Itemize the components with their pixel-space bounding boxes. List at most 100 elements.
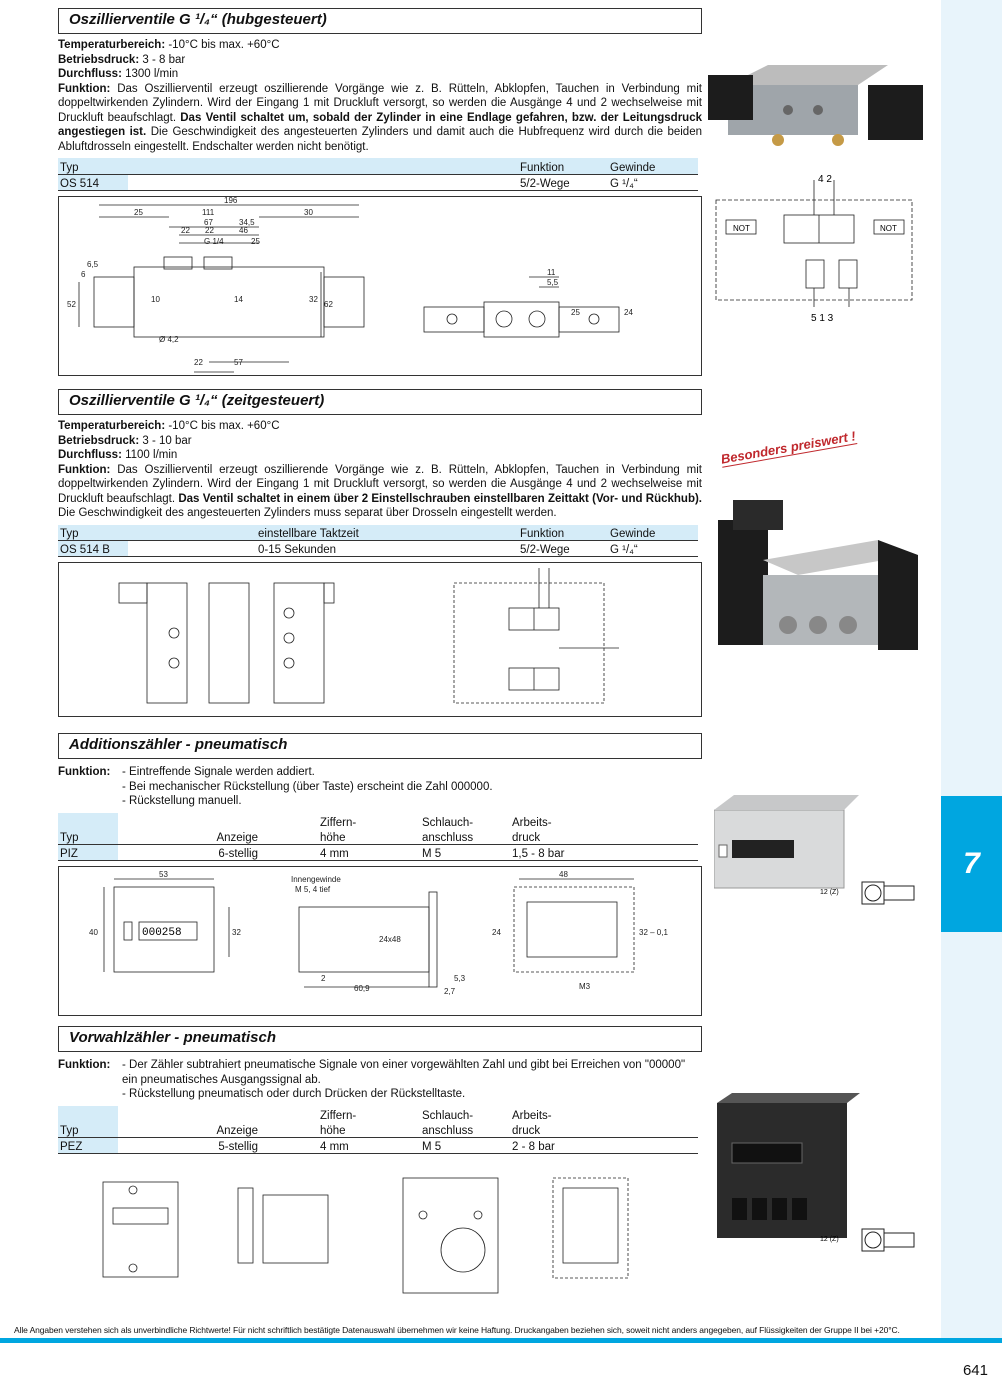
dim-label: 57 — [234, 358, 243, 367]
col-typ: Typ — [58, 828, 118, 845]
footer-disclaimer: Alle Angaben verstehen sich als unverbin… — [14, 1325, 900, 1335]
section-title: Additionszähler - pneumatisch — [58, 733, 702, 759]
dim-label: 6 — [81, 270, 86, 279]
spec-value: 1300 l/min — [121, 68, 179, 80]
col-anschluss: anschluss — [420, 1121, 510, 1138]
dim-label: 24 — [624, 308, 633, 317]
dim-label: 67 — [204, 218, 213, 227]
cell-druck: 2 - 8 bar — [510, 1137, 698, 1154]
section-title: Oszillierventile G ¹/₄“ (zeitgesteuert) — [58, 389, 702, 415]
cell-typ: PEZ — [58, 1137, 118, 1154]
function-items: - Eintreffende Signale werden addiert. -… — [122, 765, 493, 809]
right-margin-bar — [941, 0, 1002, 1340]
dim-label: 22 — [194, 358, 203, 367]
function-tail: Die Geschwindigkeit des angesteuerten Zy… — [58, 507, 557, 519]
dim-label: 60,9 — [354, 984, 370, 993]
cell-empty — [128, 174, 518, 191]
chapter-tab[interactable]: 7 — [941, 796, 1002, 932]
spec-block: Temperaturbereich: -10°C bis max. +60°C … — [58, 38, 702, 154]
spec-label: Durchfluss: — [58, 449, 122, 461]
cell-funktion: 5/2-Wege — [518, 540, 608, 557]
cell-typ: OS 514 — [58, 174, 128, 191]
spec-value: -10°C bis max. +60°C — [165, 420, 280, 432]
dim-label: 14 — [234, 295, 243, 304]
function-items: - Der Zähler subtrahiert pneumatische Si… — [122, 1058, 702, 1102]
dim-label: 5,3 — [454, 974, 466, 983]
cell-funktion: 5/2-Wege — [518, 174, 608, 191]
function-label: Funktion: — [58, 766, 111, 778]
dimension-drawing: 53 40 32 Innengewinde M 5, 4 tief 24x48 … — [89, 870, 668, 996]
col-funktion: Funktion — [518, 158, 608, 175]
spec-label: Betriebsdruck: — [58, 53, 140, 66]
function-block: Funktion: - Eintreffende Signale werden … — [58, 765, 702, 809]
function-label: Funktion: — [58, 82, 111, 95]
col-typ: Typ — [58, 158, 128, 175]
col-head-top: Arbeits- — [512, 1109, 552, 1122]
dim-label: 52 — [67, 300, 76, 309]
dim-label: 22 — [181, 226, 190, 235]
function-bold: Das Ventil schaltet in einem über 2 Eins… — [178, 492, 702, 505]
cell-hoehe: 4 mm — [318, 1137, 420, 1154]
dim-label: 30 — [304, 208, 313, 217]
spec-label: Betriebsdruck: — [58, 434, 140, 447]
section-pez: Vorwahlzähler - pneumatisch Funktion: - … — [58, 1026, 702, 1300]
section-os514: Oszillierventile G ¹/₄“ (hubgesteuert) T… — [58, 8, 702, 376]
col-anzeige: Anzeige — [118, 1121, 318, 1138]
cell-anschluss: M 5 — [420, 1137, 510, 1154]
spec-value: -10°C bis max. +60°C — [165, 39, 280, 51]
cell-typ: PIZ — [58, 844, 118, 861]
col-head-top: Schlauch- — [422, 1109, 474, 1122]
dim-label: 53 — [159, 870, 168, 879]
col-funktion: Funktion — [518, 524, 608, 541]
cell-taktzeit: 0-15 Sekunden — [128, 540, 518, 557]
counter-symbol-pez: 12 (Z) — [820, 1228, 915, 1252]
dim-label: 32 – 0,1 — [639, 928, 668, 937]
col-gewinde: Gewinde — [608, 158, 698, 175]
col-hoehe: höhe — [318, 1121, 420, 1138]
col-gewinde: Gewinde — [608, 524, 698, 541]
counter-symbol-piz: 12 (Z) — [820, 881, 915, 905]
cell-gewinde: G ¹/₄“ — [608, 540, 698, 557]
function-item: - Der Zähler subtrahiert pneumatische Si… — [122, 1059, 686, 1086]
col-head-top: Schlauch- — [422, 816, 474, 829]
function-text: Funktion: Das Oszillierventil erzeugt os… — [58, 82, 702, 155]
dimension-drawing: 196 25 111 30 67 34,5 22 22 46 G 1/4 25 … — [67, 196, 633, 372]
not-label: NOT — [733, 224, 750, 233]
dim-label: G 1/4 — [204, 237, 224, 246]
function-block: Funktion: - Der Zähler subtrahiert pneum… — [58, 1058, 702, 1102]
cell-gewinde: G ¹/₄“ — [608, 174, 698, 191]
not-label: NOT — [880, 224, 897, 233]
cell-druck: 1,5 - 8 bar — [510, 844, 698, 861]
port-label-bottom: 5 1 3 — [811, 313, 834, 324]
function-item: - Rückstellung manuell. — [122, 795, 242, 807]
dim-label: 25 — [134, 208, 143, 217]
dim-label: 6,5 — [87, 260, 99, 269]
promo-badge: Besonders preiswert ! — [719, 428, 857, 468]
dim-label: Ø 4,2 — [159, 335, 179, 344]
function-item: - Eintreffende Signale werden addiert. — [122, 766, 315, 778]
col-druck: druck — [510, 828, 698, 845]
technical-drawing-piz: 53 40 32 Innengewinde M 5, 4 tief 24x48 … — [58, 866, 702, 1016]
col-hoehe: höhe — [318, 828, 420, 845]
dim-label: 24x48 — [379, 935, 401, 944]
dim-label: 2,7 — [444, 987, 456, 996]
dim-label: 25 — [251, 237, 260, 246]
chapter-number: 7 — [963, 847, 980, 880]
function-tail: Die Geschwindigkeit des angesteuerten Zy… — [58, 126, 702, 153]
section-piz: Additionszähler - pneumatisch Funktion: … — [58, 733, 702, 1016]
dim-label: 34,5 — [239, 218, 255, 227]
counter-display: 000258 — [142, 927, 182, 939]
dim-label: 48 — [559, 870, 568, 879]
spec-label: Temperaturbereich: — [58, 420, 166, 432]
dim-label: M3 — [579, 982, 591, 991]
cell-anzeige: 5-stellig — [118, 1137, 318, 1154]
port-label-top: 4 2 — [818, 175, 832, 185]
col-typ: Typ — [58, 524, 128, 541]
col-empty — [128, 158, 518, 175]
dim-label: 10 — [151, 295, 160, 304]
dimension-drawing — [102, 1177, 629, 1294]
dim-label: 11 — [547, 268, 556, 277]
